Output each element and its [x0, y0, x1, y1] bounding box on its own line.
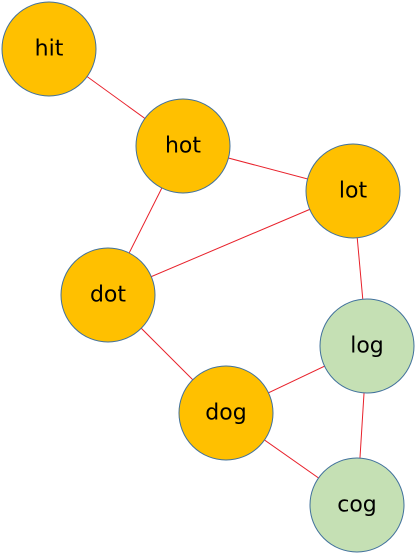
node-hot: hot	[135, 98, 231, 194]
node-circle-lot	[305, 143, 401, 239]
node-label-dot: dot	[90, 283, 126, 308]
node-circle-log	[319, 298, 415, 394]
node-hit: hit	[1, 1, 97, 97]
node-label-hot: hot	[165, 134, 201, 159]
node-cog: cog	[309, 457, 405, 553]
node-label-log: log	[350, 334, 384, 359]
node-label-cog: cog	[337, 493, 377, 518]
node-log: log	[319, 298, 415, 394]
node-circle-hot	[135, 98, 231, 194]
node-circle-cog	[309, 457, 405, 553]
node-circle-hit	[1, 1, 97, 97]
node-dog: dog	[178, 365, 274, 461]
node-label-lot: lot	[339, 179, 368, 204]
node-circle-dog	[178, 365, 274, 461]
node-label-dog: dog	[205, 401, 246, 426]
node-dot: dot	[60, 247, 156, 343]
node-label-hit: hit	[35, 37, 64, 62]
node-circle-dot	[60, 247, 156, 343]
node-lot: lot	[305, 143, 401, 239]
